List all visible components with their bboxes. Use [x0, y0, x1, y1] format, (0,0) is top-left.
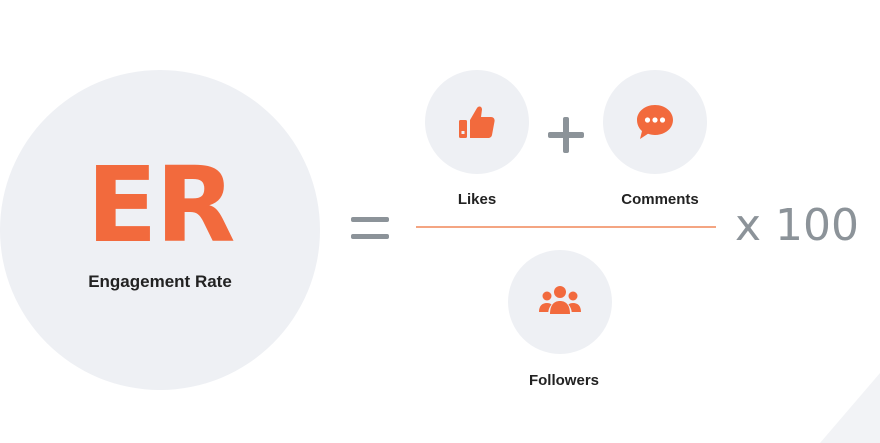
multiplier: x 100	[735, 200, 860, 251]
fraction-line	[416, 226, 716, 228]
thumbs-up-icon	[459, 106, 495, 138]
equals-sign	[351, 212, 389, 244]
plus-sign	[548, 117, 584, 153]
group-icon	[539, 286, 581, 314]
equals-bar-top	[351, 217, 389, 222]
followers-caption: Followers	[528, 372, 599, 389]
comments-caption: Comments	[621, 191, 699, 208]
likes-caption: Likes	[457, 191, 497, 208]
engagement-rate-label: Engagement Rate	[88, 272, 232, 291]
er-abbreviation: ER	[86, 144, 235, 266]
speech-bubble-icon	[637, 105, 673, 139]
er-circle	[0, 70, 320, 390]
followers-circle	[508, 250, 612, 354]
corner-decoration	[820, 373, 880, 443]
plus-bar-vertical	[563, 117, 569, 153]
likes-circle	[425, 70, 529, 174]
equals-bar-bottom	[351, 234, 389, 239]
comments-circle	[603, 70, 707, 174]
